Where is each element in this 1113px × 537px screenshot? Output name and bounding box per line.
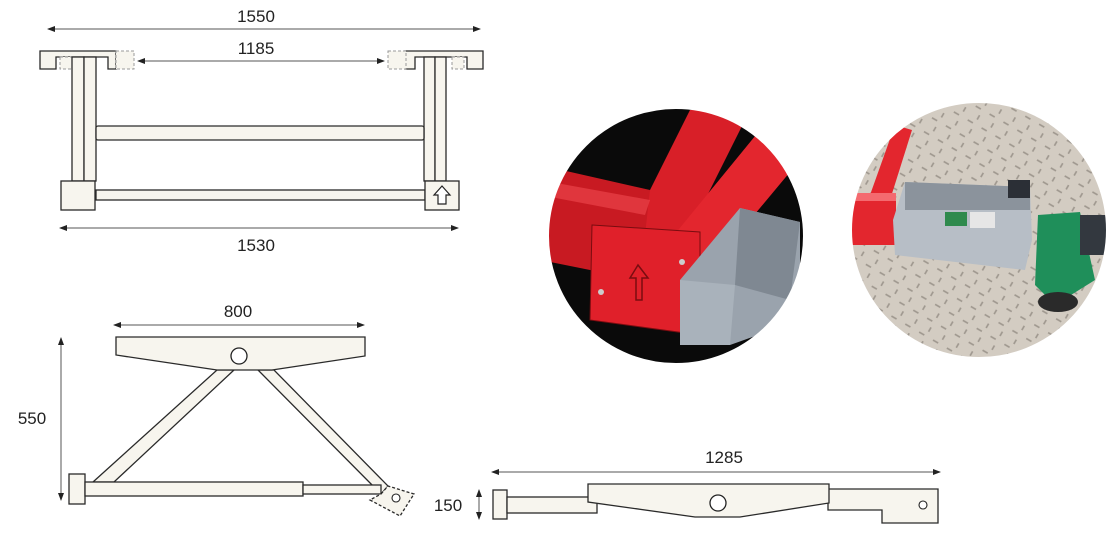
dim-label-550: 550 [18,409,46,428]
lowered-pivot-hole-icon [709,494,727,512]
right-foot-block [424,180,460,211]
top-view: 1550 1185 [39,7,484,255]
photo1-border [547,107,805,365]
dim-label-150: 150 [434,496,462,515]
lowered-end-cap [492,489,508,520]
left-pad [39,50,135,70]
bottom-crossbar [95,189,426,201]
dim-label-1185: 1185 [238,39,275,58]
dim-label-1530: 1530 [237,236,275,255]
bracket-hole-icon [391,493,401,503]
detail-photo-red-frame-corner [548,108,804,364]
lowered-rod [506,496,598,514]
up-arrow-icon [432,185,452,205]
dimension-150: 150 [434,489,482,520]
side-view-raised: 800 550 [18,302,416,517]
end-bracket [368,485,416,517]
plate-arrow-icon [628,263,650,301]
dim-label-1550: 1550 [237,7,275,26]
lowered-right-arm [827,488,939,524]
dimension-550: 550 [18,337,64,501]
end-cap [68,473,86,505]
dim-label-1285: 1285 [705,448,743,467]
lowered-bracket-hole-icon [918,500,928,510]
detail-photo-hydraulic-pump-box [851,102,1107,358]
pivot-hole-icon [230,347,248,365]
dimension-800: 800 [113,302,365,328]
dimension-1550: 1550 [47,7,481,32]
middle-crossbar [95,125,425,141]
dimension-1285: 1285 [491,448,941,475]
dimension-1530: 1530 [59,225,459,255]
base-rail [84,481,304,497]
right-post [423,56,447,182]
photo2-border [850,101,1108,359]
left-post [71,56,97,182]
hydraulic-rod [302,484,382,495]
dim-label-800: 800 [224,302,252,321]
dimension-1185: 1185 [137,39,385,64]
left-diagonal-arm [91,369,236,483]
right-pad [387,50,484,70]
side-view-lowered: 1285 150 [434,448,941,524]
right-diagonal-arm [256,369,389,495]
left-foot-block [60,180,96,211]
lowered-platform [587,483,830,518]
